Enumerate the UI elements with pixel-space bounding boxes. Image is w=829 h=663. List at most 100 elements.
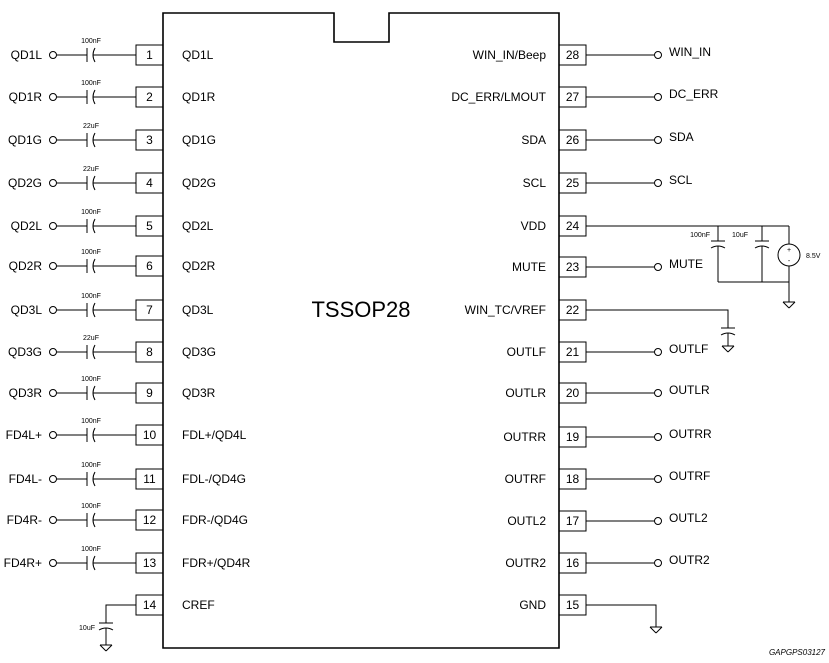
- terminal-circle[interactable]: [49, 179, 57, 187]
- cap-value: 100nF: [81, 503, 101, 510]
- wire: [105, 604, 136, 623]
- terminal-circle[interactable]: [654, 51, 662, 59]
- pin-number: 8: [146, 345, 153, 359]
- terminal-circle[interactable]: [49, 559, 57, 567]
- terminal-circle[interactable]: [49, 431, 57, 439]
- pin-number: 27: [566, 90, 580, 104]
- terminal-circle[interactable]: [49, 348, 57, 356]
- terminal-circle[interactable]: [654, 475, 662, 483]
- pin-number: 9: [146, 386, 153, 400]
- left-pin-10: 10 FDL+/QD4L FD4L+ 100nF: [6, 418, 247, 446]
- pin-number: 4: [146, 176, 153, 190]
- pin-name: WIN_IN/Beep: [473, 48, 547, 62]
- right-pin-28: 28 WIN_IN/Beep WIN_IN: [473, 44, 711, 66]
- pin-number: 2: [146, 90, 153, 104]
- terminal-circle[interactable]: [654, 348, 662, 356]
- ground-symbol-b: [105, 644, 113, 652]
- cap-value: 100nF: [81, 38, 101, 45]
- ground-symbol-a: [782, 301, 790, 309]
- terminal-label: OUTR2: [669, 553, 710, 567]
- terminal-circle[interactable]: [49, 93, 57, 101]
- ground-symbol-a: [649, 626, 657, 634]
- cap-value: 22uF: [83, 335, 99, 342]
- terminal-circle[interactable]: [654, 559, 662, 567]
- terminal-circle[interactable]: [49, 389, 57, 397]
- pin-name: VDD: [521, 219, 547, 233]
- footer-code: GAPGPS03127: [769, 648, 826, 657]
- terminal-circle[interactable]: [49, 222, 57, 230]
- terminal-label: OUTLF: [669, 342, 708, 356]
- pin-name: QD1L: [182, 48, 214, 62]
- terminal-label: WIN_IN: [669, 45, 711, 59]
- cap-value: 100nF: [81, 209, 101, 216]
- cap-value: 10uF: [79, 625, 95, 632]
- cap-value: 22uF: [83, 166, 99, 173]
- terminal-label: QD2R: [9, 259, 43, 273]
- pin-name: OUTL2: [507, 514, 546, 528]
- pin-number: 28: [566, 48, 580, 62]
- terminal-label: FD4L+: [6, 428, 42, 442]
- terminal-circle[interactable]: [49, 475, 57, 483]
- pin-number: 16: [566, 556, 580, 570]
- pin-number: 15: [566, 598, 580, 612]
- terminal-label: QD3L: [11, 303, 43, 317]
- terminal-circle[interactable]: [654, 263, 662, 271]
- terminal-circle[interactable]: [49, 51, 57, 59]
- cap-value: 100nF: [81, 418, 101, 425]
- terminal-circle[interactable]: [49, 136, 57, 144]
- terminal-label: OUTRF: [669, 469, 710, 483]
- supply-voltage: 8.5V: [806, 253, 821, 260]
- vref-cap: [586, 309, 736, 353]
- pin-name: OUTLR: [505, 386, 546, 400]
- terminal-circle[interactable]: [654, 389, 662, 397]
- terminal-label: FD4R-: [7, 513, 42, 527]
- pin-name: FDL+/QD4L: [182, 428, 247, 442]
- cap-value: 100nF: [81, 249, 101, 256]
- vdd-cap2-value: 10uF: [732, 232, 748, 239]
- pin-name: WIN_TC/VREF: [465, 303, 546, 317]
- terminal-circle[interactable]: [654, 179, 662, 187]
- gnd-wire: [586, 604, 663, 634]
- terminal-circle[interactable]: [654, 93, 662, 101]
- terminal-circle[interactable]: [49, 516, 57, 524]
- pin-name: QD2R: [182, 259, 216, 273]
- ground-symbol-b: [655, 626, 663, 634]
- pin-name: FDL-/QD4G: [182, 472, 246, 486]
- terminal-circle[interactable]: [49, 262, 57, 270]
- pin-name: OUTRR: [503, 430, 546, 444]
- terminal-circle[interactable]: [654, 136, 662, 144]
- terminal-circle[interactable]: [654, 433, 662, 441]
- pin-number: 10: [143, 428, 157, 442]
- pin-name: QD2L: [182, 219, 214, 233]
- terminal-circle[interactable]: [49, 306, 57, 314]
- pin-number: 3: [146, 133, 153, 147]
- terminal-circle[interactable]: [654, 517, 662, 525]
- pin-name: QD3R: [182, 386, 216, 400]
- terminal-label: QD2L: [11, 219, 43, 233]
- pin-number: 24: [566, 219, 580, 233]
- terminal-label: QD1R: [9, 90, 43, 104]
- pin-name: OUTLF: [507, 345, 546, 359]
